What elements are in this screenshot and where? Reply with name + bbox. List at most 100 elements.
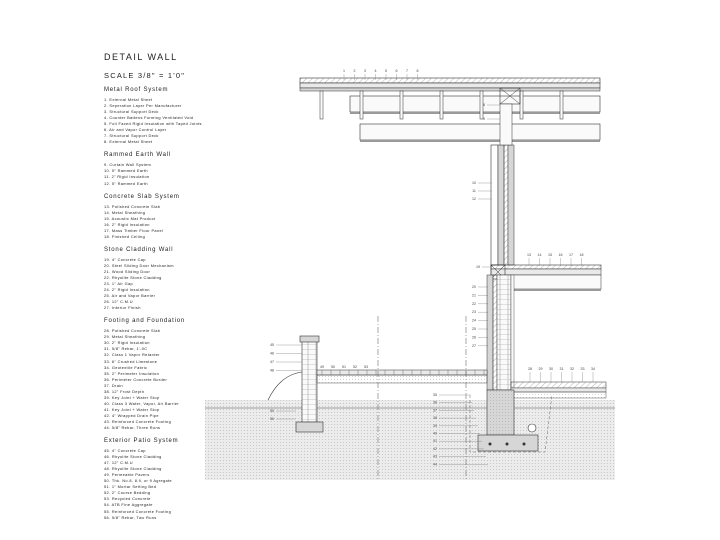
air-gap-insulation <box>492 274 498 391</box>
callout-label: 16 <box>559 253 563 257</box>
legend-item: 51. 1" Mortar Setting Bed <box>104 484 157 490</box>
callout-label: 44 <box>433 462 437 466</box>
legend-item: 8. External Metal Sheet <box>104 139 153 145</box>
legend-item: 9. Curtain Wall System <box>104 162 152 168</box>
legend-item: 15. Acoustic Mat Product <box>104 215 156 221</box>
legend-item: 38. 12" Frost Depth <box>104 388 145 394</box>
callout-label: 52 <box>353 365 357 369</box>
legend-item: 10. 5" Rammed Earth <box>104 168 148 174</box>
callout-label: 49 <box>320 365 324 369</box>
patio-footing <box>295 421 324 433</box>
curtain-wall <box>490 144 499 266</box>
foundation-wall-texture <box>487 390 514 435</box>
floor-layers <box>490 268 602 276</box>
callout-label: 20 <box>472 285 476 289</box>
roof-joist <box>319 90 324 120</box>
legend-item: 2. Seperation Layer Per Manufacturer <box>104 103 182 109</box>
legend-item: 20. Steel Sliding Door Mechanism <box>104 262 174 268</box>
legend-item: 54. ATB Fine Aggregate <box>104 502 153 508</box>
roof-joist <box>359 90 364 120</box>
callout-label: 24 <box>472 319 476 323</box>
callout-label: 27 <box>472 344 476 348</box>
legend-item: 43. Reinforced Concrete Footing <box>104 418 172 424</box>
legend-item: 52. 2" Course Bedding <box>104 490 151 496</box>
paver-joints <box>321 370 485 375</box>
callout-label: 22 <box>472 302 476 306</box>
polished-slab <box>510 381 607 389</box>
callout-label: 21 <box>472 293 476 297</box>
legend-item: 27. Interior Finish <box>104 305 141 311</box>
roof-beam-flange-lower <box>360 140 600 142</box>
roof-joist <box>519 90 524 120</box>
callout-label: 39 <box>433 424 437 428</box>
patio-cap <box>299 335 320 343</box>
callout-label: 8 <box>483 103 485 107</box>
legend-item: 44. 5/8" Rebar, Three Runs <box>104 425 161 431</box>
roof-deck-lower <box>299 87 601 92</box>
slab-insulation <box>510 387 607 393</box>
legend-item: 40. Class 3 Water, Vapor, Air Barrier <box>104 400 180 406</box>
drain-pipe <box>527 423 537 433</box>
callout-label: 45 <box>270 343 274 347</box>
concrete-slab-system <box>490 264 602 291</box>
callout-label: 7 <box>406 69 408 73</box>
permeable-pavers <box>316 369 488 376</box>
legend-item: 13. Polished Concrete Slab <box>104 203 161 209</box>
callout-label: 2 <box>354 69 356 73</box>
callout-label: 9 <box>483 117 485 121</box>
legend-item: 29. Metal Sheathing <box>104 334 146 340</box>
legend-item: 3. Structural Support Deck <box>104 109 159 115</box>
legend-item: 18. Finished Ceiling <box>104 233 146 239</box>
legend-item: 35. 2" Perimeter Insulation <box>104 370 160 376</box>
callout-label: 26 <box>472 335 476 339</box>
callout-label: 4 <box>375 69 377 73</box>
callout-label: 18 <box>580 253 584 257</box>
roof-joists <box>319 90 564 120</box>
legend-item: 17. Mass Timber Floor Panel <box>104 227 164 233</box>
patio-pier <box>301 339 318 423</box>
callout-label: 56 <box>270 417 274 421</box>
callout-label: 31 <box>560 367 564 371</box>
rammed-earth-inner <box>507 144 515 266</box>
callout-label: 23 <box>472 310 476 314</box>
callout-label: 35 <box>433 393 437 397</box>
callout-label: 40 <box>433 432 437 436</box>
legend-item: 19. 4" Concrete Cap <box>104 256 146 262</box>
footing-rebar-2 <box>505 442 509 446</box>
legend-item: 33. 6" Crushed Limestone <box>104 358 158 364</box>
drawing-scale: SCALE 3/8" = 1'0" <box>104 71 186 80</box>
legend-section-heading: Footing and Foundation <box>104 318 185 325</box>
roof-joist <box>439 90 444 120</box>
callout-label: 42 <box>433 447 437 451</box>
callout-label: 28 <box>528 367 532 371</box>
callout-label: 55 <box>270 409 274 413</box>
legend-item: 6. Air and Vapor Control Layer <box>104 127 167 133</box>
roof-beam-flange <box>350 112 600 114</box>
roof-beam-lower <box>359 123 601 141</box>
footing-rebar-3 <box>522 442 526 446</box>
legend-item: 22. Rhyolite Stone Cladding <box>104 274 162 280</box>
legend-item: 28. Polished Concrete Slab <box>104 328 161 334</box>
floor-slab-top <box>490 264 602 270</box>
legend-item: 14. Metal Sheathing <box>104 209 146 215</box>
drawing-title: DETAIL WALL <box>104 52 178 62</box>
exterior-patio-system <box>267 335 488 433</box>
legend-item: 45. 4" Concrete Cap <box>104 448 146 454</box>
legend-section-heading: Stone Cladding Wall <box>104 246 174 253</box>
legend-panel: DETAIL WALL SCALE 3/8" = 1'0" Metal Roof… <box>104 52 304 528</box>
callout-label: 19 <box>476 265 480 269</box>
legend-item: 48. Rhyolite Stone Cladding <box>104 466 162 472</box>
legend-item: 53. Recycled Concrete <box>104 496 151 502</box>
callout-label: 47 <box>270 360 274 364</box>
roof-sheet <box>299 77 601 84</box>
callout-label: 46 <box>270 352 274 356</box>
